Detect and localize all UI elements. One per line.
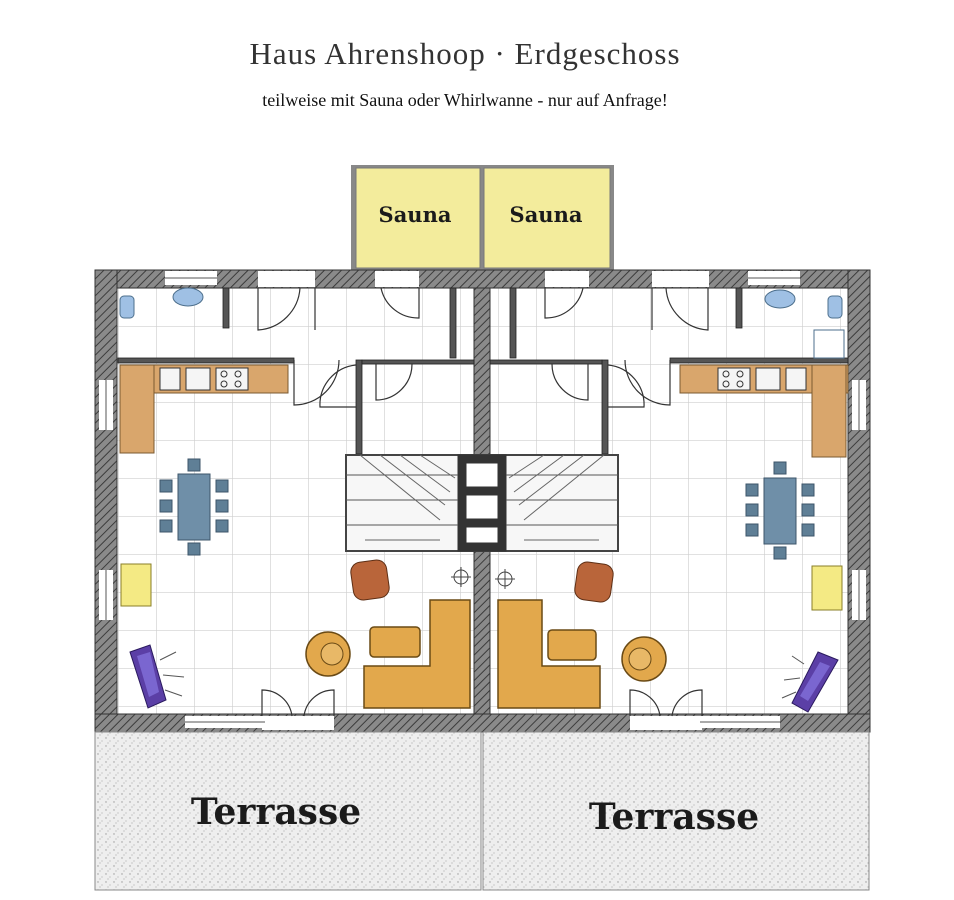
- door-swings: [257, 287, 709, 717]
- kitchen-right: [679, 364, 849, 458]
- dining-table-left: [159, 458, 229, 556]
- sofa-right: [497, 599, 601, 709]
- toilet-icon: [827, 295, 843, 319]
- lamp-icon: [495, 569, 515, 589]
- terrace-right: [482, 731, 870, 891]
- sink-icon: [185, 367, 211, 391]
- terrace-left: [94, 731, 482, 891]
- dishwasher-icon: [159, 367, 181, 391]
- round-chair-right: [621, 636, 667, 682]
- sofa-left: [363, 599, 471, 709]
- stove-icon: [717, 367, 751, 391]
- page-title: Haus Ahrenshoop · Erdgeschoss: [249, 36, 681, 71]
- sink-icon: [172, 287, 204, 307]
- page-subtitle: teilweise mit Sauna oder Whirlwanne - nu…: [262, 90, 668, 110]
- dishwasher-icon: [785, 367, 807, 391]
- sauna-right: [483, 167, 611, 269]
- kitchen-left: [119, 364, 289, 454]
- stove-icon: [215, 367, 249, 391]
- bathroom-fixtures: [119, 287, 845, 359]
- armchair-left: [350, 559, 390, 601]
- round-chair-left: [305, 631, 351, 677]
- cabinet-left: [120, 563, 152, 607]
- lamp-icon: [451, 567, 471, 587]
- sauna-left: [355, 167, 481, 269]
- tv-unit-right: [781, 651, 839, 713]
- toilet-icon: [119, 295, 135, 319]
- sauna-right-label: Sauna: [510, 202, 583, 227]
- terrace-left-label: Terrasse: [191, 791, 361, 833]
- staircase: [345, 454, 619, 552]
- sink-icon: [764, 289, 796, 309]
- tv-unit-left: [129, 644, 185, 709]
- shower-icon: [813, 329, 845, 359]
- cabinet-right: [811, 565, 843, 611]
- terrace-area: Terrasse Terrasse: [94, 731, 870, 891]
- sauna-left-label: Sauna: [379, 202, 452, 227]
- sink-icon: [755, 367, 781, 391]
- sauna-block: Sauna Sauna: [351, 165, 614, 270]
- armchair-right: [574, 561, 614, 603]
- inner-walls: [117, 287, 849, 455]
- terrace-right-label: Terrasse: [589, 796, 759, 838]
- windows: [105, 277, 860, 723]
- dining-table-right: [745, 461, 815, 560]
